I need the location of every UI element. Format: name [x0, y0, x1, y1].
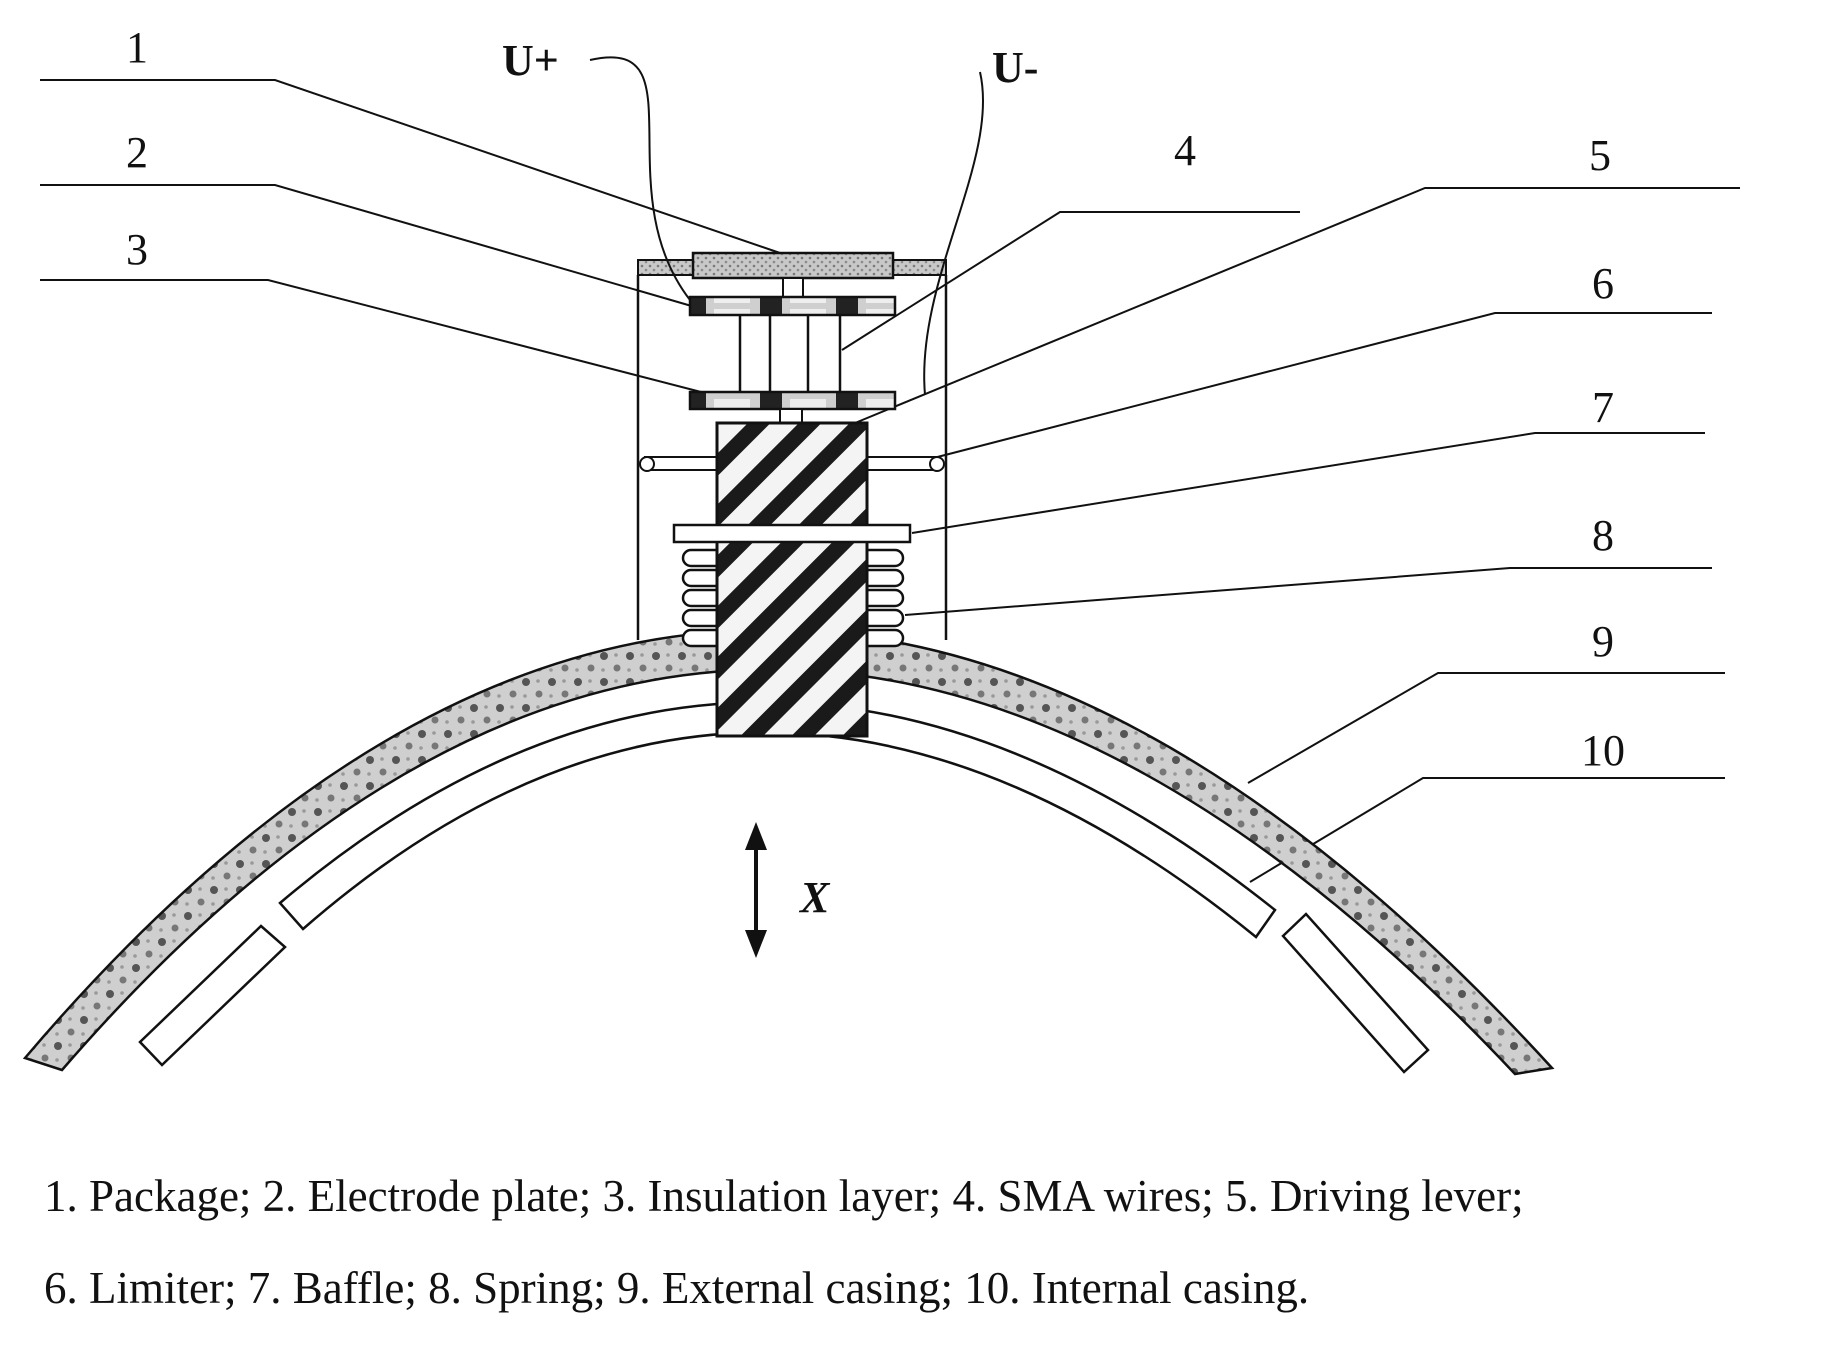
- positive-wire: [589, 56, 691, 301]
- leader-line-9: [1247, 672, 1725, 784]
- callout-3: 3: [126, 225, 148, 274]
- driving-lever: [715, 421, 869, 738]
- external-casing: [22, 628, 1555, 1076]
- caption-line-2: 6. Limiter; 7. Baffle; 8. Spring; 9. Ext…: [44, 1263, 1310, 1313]
- package-frame: [636, 275, 948, 640]
- callout-2: 2: [126, 128, 148, 177]
- axis-label-x: X: [798, 873, 831, 922]
- lower-electrode-plate: [688, 390, 897, 411]
- voltage-positive-label: U+: [502, 36, 559, 85]
- internal-casing-segment-left-inner: [278, 701, 1277, 939]
- callout-6: 6: [1592, 259, 1614, 308]
- leader-lines: [40, 79, 1740, 883]
- callout-5: 5: [1589, 131, 1611, 180]
- leader-line-3: [40, 279, 733, 401]
- leader-line-1: [40, 79, 781, 254]
- sma-wires: [738, 315, 842, 392]
- callout-7: 7: [1592, 383, 1614, 432]
- negative-wire: [923, 71, 985, 396]
- limiter: [639, 456, 945, 472]
- upper-electrode-plate: [688, 295, 897, 317]
- leader-line-8: [904, 567, 1712, 616]
- cap-connector: [782, 277, 804, 299]
- voltage-negative-label: U-: [992, 43, 1038, 92]
- callout-10: 10: [1581, 726, 1625, 775]
- callout-4: 4: [1174, 126, 1196, 175]
- internal-casing-segment-right-outer: [1281, 912, 1430, 1074]
- internal-casing: [138, 701, 1430, 1074]
- arrow-head-down-icon: [745, 930, 767, 958]
- leader-line-2: [40, 184, 696, 308]
- callout-8: 8: [1592, 511, 1614, 560]
- internal-casing-segment-left-outer: [138, 924, 287, 1067]
- insulation-layer: [779, 408, 803, 424]
- caption-line-1: 1. Package; 2. Electrode plate; 3. Insul…: [44, 1171, 1524, 1221]
- voltage-wires: [589, 56, 985, 396]
- callout-1: 1: [126, 23, 148, 72]
- motion-arrow: [745, 822, 767, 958]
- package-top-ledge-right: [889, 259, 947, 276]
- callout-labels: 1 2 3 4 5 6 7 8 9 10: [126, 23, 1625, 775]
- leader-line-6: [917, 312, 1712, 463]
- leader-line-7: [911, 432, 1705, 534]
- leader-line-4: [841, 211, 1300, 351]
- arrow-head-up-icon: [745, 822, 767, 850]
- leader-line-5: [854, 187, 1740, 424]
- package-cap: [691, 251, 895, 280]
- baffle: [672, 523, 912, 544]
- callout-9: 9: [1592, 617, 1614, 666]
